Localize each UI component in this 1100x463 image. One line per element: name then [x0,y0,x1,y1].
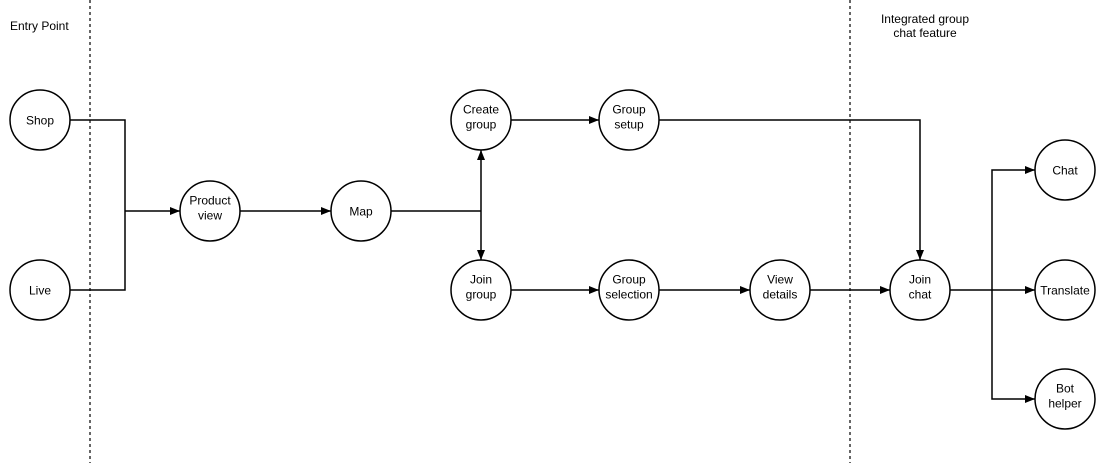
node-circle-bot-helper [1034,368,1096,430]
edge-branch-to-chat [991,166,1035,290]
edge-shop-to-merge [70,119,126,211]
node-circle-group-selection [598,259,660,321]
edge-live-to-merge [70,211,126,291]
node-circle-chat [1034,139,1096,201]
node-label-live: Live [29,284,51,298]
node-label-shop: Shop [26,114,54,128]
node-live: Live [9,259,71,321]
region-label-entry-point: Entry Point [10,19,69,33]
divider-layer [89,0,851,463]
edge-layer [70,116,1035,403]
node-label-chat: Chat [1052,164,1078,178]
node-circle-join-chat [889,259,951,321]
node-label-translate: Translate [1040,284,1090,298]
node-circle-join-group [450,259,512,321]
region-label-integrated-group-chat-feature: Integrated group chat feature [880,12,970,40]
node-shop: Shop [9,89,71,151]
edge-group-setup-to-join-chat [659,119,924,260]
node-map: Map [330,180,392,242]
node-translate: Translate [1034,259,1096,321]
node-circle-live [9,259,71,321]
node-circle-create-group [450,89,512,151]
node-circle-group-setup [598,89,660,151]
node-chat: Chat [1034,139,1096,201]
node-circle-product-view [179,180,241,242]
node-circle-translate [1034,259,1096,321]
node-circle-map [330,180,392,242]
edge-branch-to-bot-helper [991,290,1035,403]
node-circle-view-details [749,259,811,321]
node-circle-shop [9,89,71,151]
node-label-map: Map [349,205,373,219]
